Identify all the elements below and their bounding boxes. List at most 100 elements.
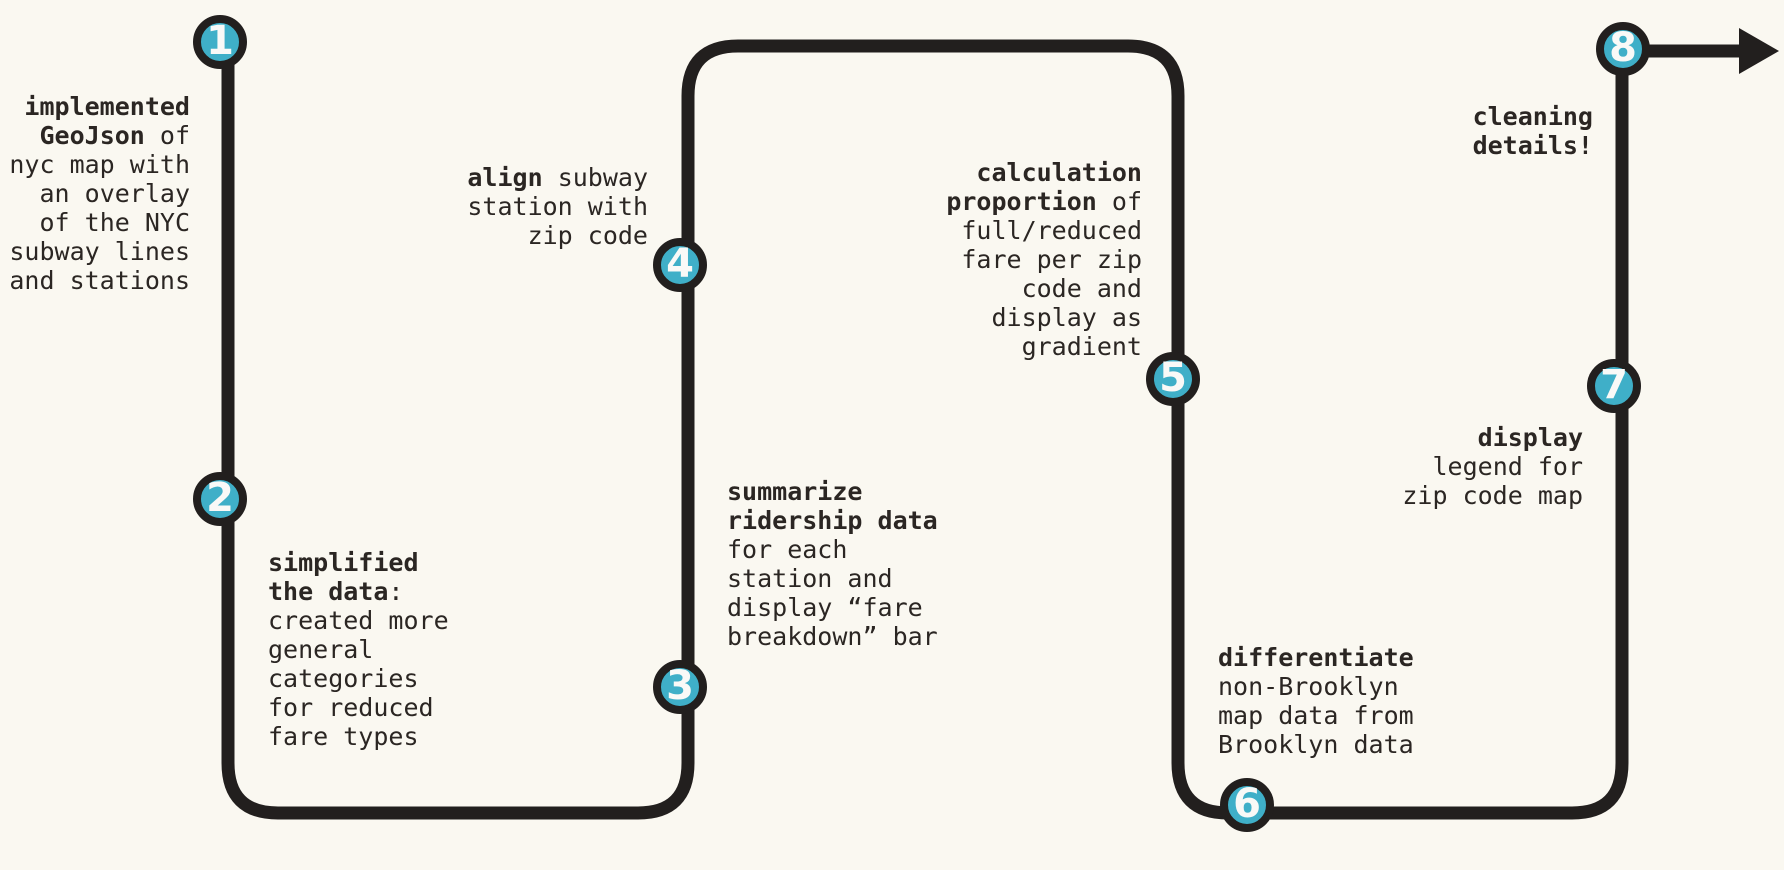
label-line: created more xyxy=(268,606,449,635)
label-text: display as xyxy=(991,303,1142,332)
label-line: implemented xyxy=(9,92,190,121)
label-text: an overlay xyxy=(39,179,190,208)
label-line: summarize xyxy=(727,477,938,506)
label-text: of the NYC xyxy=(39,208,190,237)
label-text: for reduced xyxy=(268,693,434,722)
label-text: code and xyxy=(1021,274,1142,303)
label-line: code and xyxy=(946,274,1142,303)
label-line: cleaning xyxy=(1473,102,1593,131)
label-line: for each xyxy=(727,535,938,564)
label-line: general xyxy=(268,635,449,664)
label-text-bold: details! xyxy=(1472,131,1593,160)
label-text-bold: implemented xyxy=(24,92,190,121)
arrow-right-icon xyxy=(1739,28,1779,74)
label-text-bold: calculation xyxy=(976,158,1142,187)
label-text: legend for xyxy=(1432,452,1583,481)
label-text: fare types xyxy=(268,722,419,751)
label-text-bold: GeoJson xyxy=(39,121,145,150)
step-circle-2: 2 xyxy=(193,472,247,526)
label-line: display xyxy=(1402,423,1583,452)
label-line: align subway xyxy=(467,163,648,192)
label-line: and stations xyxy=(9,266,190,295)
step-circle-4: 4 xyxy=(653,238,707,292)
label-text-bold: cleaning xyxy=(1472,102,1593,131)
label-text-bold: simplified xyxy=(268,548,419,577)
step-number-2: 2 xyxy=(206,475,234,521)
label-text-bold: display xyxy=(1477,423,1583,452)
label-text: categories xyxy=(268,664,419,693)
label-text-bold: summarize xyxy=(727,477,863,506)
label-text-bold: proportion xyxy=(946,187,1097,216)
label-line: for reduced xyxy=(268,693,449,722)
step-number-3: 3 xyxy=(666,663,694,709)
label-line: station and xyxy=(727,564,938,593)
label-line: map data from xyxy=(1218,701,1414,730)
label-line: ridership data xyxy=(727,506,938,535)
step-number-1: 1 xyxy=(206,18,234,64)
label-line: full/reduced xyxy=(946,216,1142,245)
label-text: station and xyxy=(727,564,893,593)
step-circle-5: 5 xyxy=(1146,352,1200,406)
label-text: station with xyxy=(467,192,648,221)
label-line: calculation xyxy=(946,158,1142,187)
step-circle-6: 6 xyxy=(1220,778,1274,832)
label-line: an overlay xyxy=(9,179,190,208)
label-line: gradient xyxy=(946,332,1142,361)
label-line: proportion of xyxy=(946,187,1142,216)
label-line: differentiate xyxy=(1218,643,1414,672)
label-text: and stations xyxy=(9,266,190,295)
label-line: station with xyxy=(467,192,648,221)
label-line: GeoJson of xyxy=(9,121,190,150)
step-number-6: 6 xyxy=(1233,781,1261,827)
label-line: categories xyxy=(268,664,449,693)
label-text: display “fare xyxy=(727,593,923,622)
label-text: subway lines xyxy=(9,237,190,266)
label-line: Brooklyn data xyxy=(1218,730,1414,759)
label-text: : xyxy=(388,577,404,606)
label-text: Brooklyn data xyxy=(1218,730,1414,759)
label-text-bold: ridership data xyxy=(727,506,938,535)
label-text: map data from xyxy=(1218,701,1414,730)
label-line: the data: xyxy=(268,577,449,606)
step-circle-8: 8 xyxy=(1596,22,1650,76)
label-line: nyc map with xyxy=(9,150,190,179)
label-text: fare per zip xyxy=(961,245,1142,274)
step-number-4: 4 xyxy=(666,241,694,287)
label-line: details! xyxy=(1473,131,1593,160)
step-number-7: 7 xyxy=(1600,362,1628,408)
label-text-bold: the data xyxy=(268,577,389,606)
label-line: display “fare xyxy=(727,593,938,622)
label-line: zip code xyxy=(467,221,648,250)
step-circle-7: 7 xyxy=(1587,359,1641,413)
step-circle-1: 1 xyxy=(193,15,247,69)
label-text: subway xyxy=(542,163,648,192)
label-line: breakdown” bar xyxy=(727,622,938,651)
step-circle-3: 3 xyxy=(653,660,707,714)
label-line: zip code map xyxy=(1402,481,1583,510)
label-text: non-Brooklyn xyxy=(1218,672,1399,701)
label-line: simplified xyxy=(268,548,449,577)
label-line: of the NYC xyxy=(9,208,190,237)
step-number-5: 5 xyxy=(1159,355,1187,401)
label-text: full/reduced xyxy=(961,216,1142,245)
label-line: non-Brooklyn xyxy=(1218,672,1414,701)
label-text-bold: align xyxy=(467,163,543,192)
roadmap-path xyxy=(221,39,1629,820)
label-text: of xyxy=(144,121,190,150)
label-line: legend for xyxy=(1402,452,1583,481)
label-text: gradient xyxy=(1021,332,1142,361)
step-number-8: 8 xyxy=(1609,25,1637,71)
label-text: created more xyxy=(268,606,449,635)
label-text: zip code map xyxy=(1402,481,1583,510)
label-text-bold: differentiate xyxy=(1218,643,1414,672)
label-line: subway lines xyxy=(9,237,190,266)
label-text: for each xyxy=(727,535,848,564)
